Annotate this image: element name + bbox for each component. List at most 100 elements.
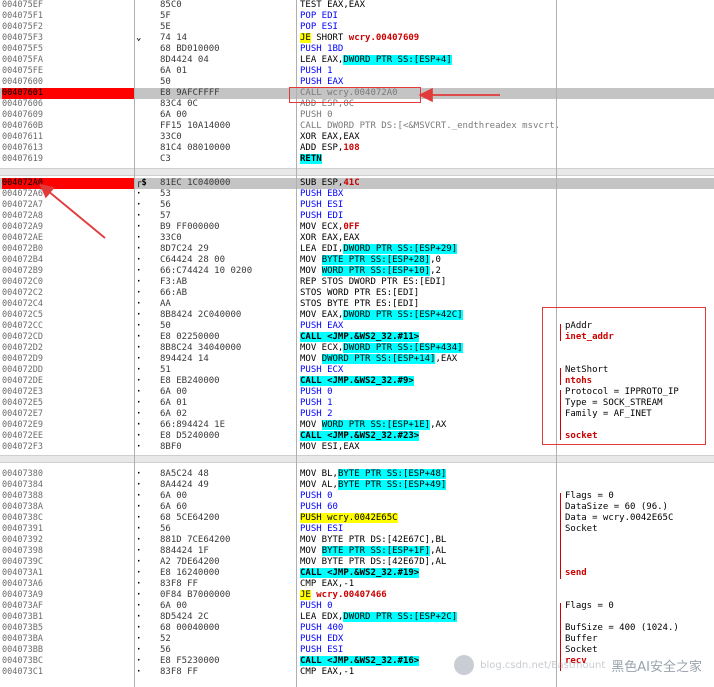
instruction-token: DWORD PTR SS:[ESP+434] (343, 343, 463, 353)
address-cell: 00407384 (2, 480, 43, 490)
instruction-token: <JMP.&WS2_32.#19> (327, 568, 420, 578)
instruction-token: MOV EAX, (300, 310, 344, 320)
instruction-token: WORD PTR SS:[ESP+10] (321, 266, 431, 276)
hex-dump-cell: 68 00040000 (160, 623, 220, 633)
disassembly-cell: PUSH 0 (300, 387, 560, 398)
address-cell: 004072C5 (2, 310, 43, 320)
disassembly-cell: PUSH 60 (300, 502, 560, 513)
instruction-token: MOV BL, (300, 469, 338, 479)
flow-marker: · (136, 376, 142, 386)
hex-dump-cell: 68 BD010000 (160, 44, 220, 54)
disassembly-cell: CALL wcry.004072A0 (300, 88, 560, 99)
hex-dump-cell: E8 02250000 (160, 332, 220, 342)
address-cell: 00407380 (2, 469, 43, 479)
disassembly-cell: PUSH wcry.0042E65C (300, 513, 560, 524)
flow-marker: · (136, 321, 142, 331)
instruction-token: PUSH 400 (300, 623, 344, 633)
address-cell: 004075FE (2, 66, 43, 76)
hex-dump-cell: 83F8 FF (160, 667, 198, 677)
hex-dump-cell: 894424 14 (160, 354, 209, 364)
address-cell: 004072C0 (2, 277, 43, 287)
hex-dump-cell: 66:AB (160, 288, 188, 298)
disassembly-cell: PUSH EBX (300, 189, 560, 200)
address-cell: 00407601 (2, 88, 134, 99)
instruction-token: 108 (343, 143, 360, 153)
hex-dump-cell: 6A 00 (160, 110, 188, 120)
address-cell: 00407606 (2, 99, 43, 109)
instruction-token: CMP EAX,-1 (300, 667, 355, 677)
hex-dump-cell: 68 5CE64200 (160, 513, 220, 523)
instruction-token: MOV (300, 266, 322, 276)
instruction-token: wcry.00407466 (316, 590, 387, 600)
instruction-token: WORD PTR SS:[ESP+1E] (321, 420, 431, 430)
instruction-token: ,0 (430, 255, 441, 265)
address-cell: 004075F5 (2, 44, 43, 54)
instruction-token: XOR EAX,EAX (300, 132, 360, 142)
comment-cell: send (565, 568, 587, 578)
instruction-token: JE (300, 33, 311, 43)
flow-marker: · (136, 612, 142, 622)
disassembly-cell: STOS BYTE PTR ES:[EDI] (300, 299, 560, 310)
